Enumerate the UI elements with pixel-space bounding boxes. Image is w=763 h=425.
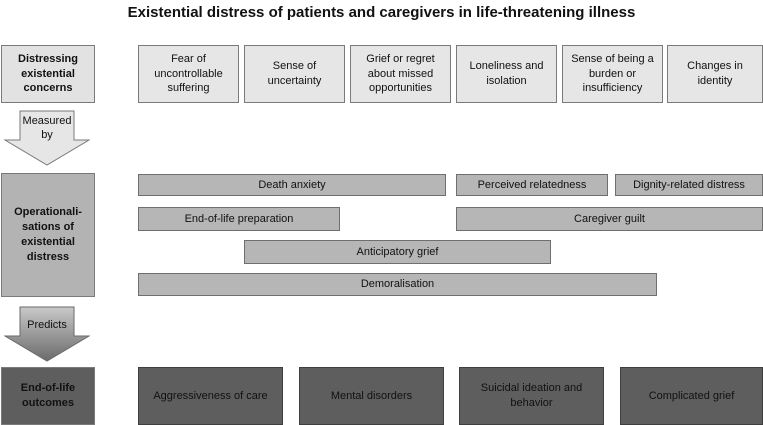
operationalisation-bar-caregiver-guilt: Caregiver guilt	[456, 207, 763, 231]
outcome-box: Suicidal ideation and behavior	[459, 367, 604, 425]
predicts-label: Predicts	[27, 319, 67, 331]
measured-by-label: Measured by	[22, 115, 72, 142]
measured-by-arrow: Measured by	[3, 110, 91, 166]
outcome-box: Mental disorders	[299, 367, 444, 425]
operationalisation-bar-anticipatory-grief: Anticipatory grief	[244, 240, 551, 264]
operationalisation-bar-perceived-relatedness: Perceived relatedness	[456, 174, 608, 196]
operationalisation-bar-end-of-life-preparation: End-of-life preparation	[138, 207, 340, 231]
concern-box: Loneliness and isolation	[456, 45, 557, 103]
row-label-concerns: Distressing existential concerns	[1, 45, 95, 103]
row-label-operationalisations: Operationali- sations of existential dis…	[1, 173, 95, 297]
outcome-box: Complicated grief	[620, 367, 763, 425]
down-arrow-icon	[3, 306, 91, 362]
predicts-arrow: Predicts	[3, 306, 91, 362]
concern-box: Changes in identity	[667, 45, 763, 103]
operationalisation-bar-dignity-distress: Dignity-related distress	[615, 174, 763, 196]
concern-box: Fear of uncontrollable suffering	[138, 45, 239, 103]
row-label-outcomes: End-of-life outcomes	[1, 367, 95, 425]
operationalisation-bar-death-anxiety: Death anxiety	[138, 174, 446, 196]
concern-box: Sense of uncertainty	[244, 45, 345, 103]
operationalisation-bar-demoralisation: Demoralisation	[138, 273, 657, 296]
outcome-box: Aggressiveness of care	[138, 367, 283, 425]
down-arrow-icon	[3, 110, 91, 166]
concern-box: Sense of being a burden or insufficiency	[562, 45, 663, 103]
concern-box: Grief or regret about missed opportuniti…	[350, 45, 451, 103]
diagram-title: Existential distress of patients and car…	[127, 4, 636, 21]
